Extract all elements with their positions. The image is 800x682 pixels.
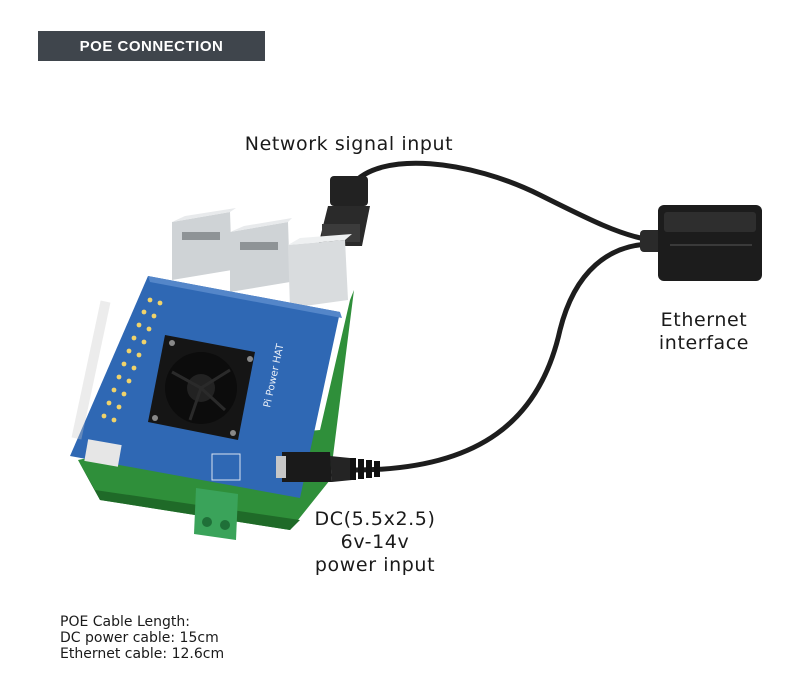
ethernet-label-line1: Ethernet <box>660 309 748 331</box>
ethernet-cable-length: Ethernet cable: 12.6cm <box>60 646 225 662</box>
network-signal-label: Network signal input <box>244 133 454 155</box>
usb-ports <box>172 208 292 292</box>
poe-hat-board: Pi Power HAT <box>70 276 342 540</box>
terminal-block <box>194 453 241 540</box>
pi-ethernet-port <box>288 234 352 308</box>
ethernet-cable <box>349 160 653 473</box>
notes-heading: POE Cable Length: <box>60 614 190 630</box>
dc-jack-connector <box>276 452 380 482</box>
ethernet-interface-label: Ethernet interface <box>648 309 760 355</box>
ethernet-coupler <box>640 205 762 281</box>
header-title: POE CONNECTION <box>79 37 224 55</box>
cable-length-notes: POE Cable Length: DC power cable: 15cm E… <box>60 614 224 662</box>
dc-label-line1: DC(5.5x2.5) <box>314 508 436 530</box>
dc-label-line3: power input <box>314 554 436 576</box>
header-banner: POE CONNECTION <box>38 31 265 61</box>
gpio-header <box>71 300 111 440</box>
dc-cable-length: DC power cable: 15cm <box>60 630 219 646</box>
cooling-fan <box>148 335 255 440</box>
ethernet-label-line2: interface <box>658 332 750 354</box>
dc-power-label: DC(5.5x2.5) 6v-14v power input <box>296 508 454 577</box>
dc-label-line2: 6v-14v <box>340 531 410 553</box>
